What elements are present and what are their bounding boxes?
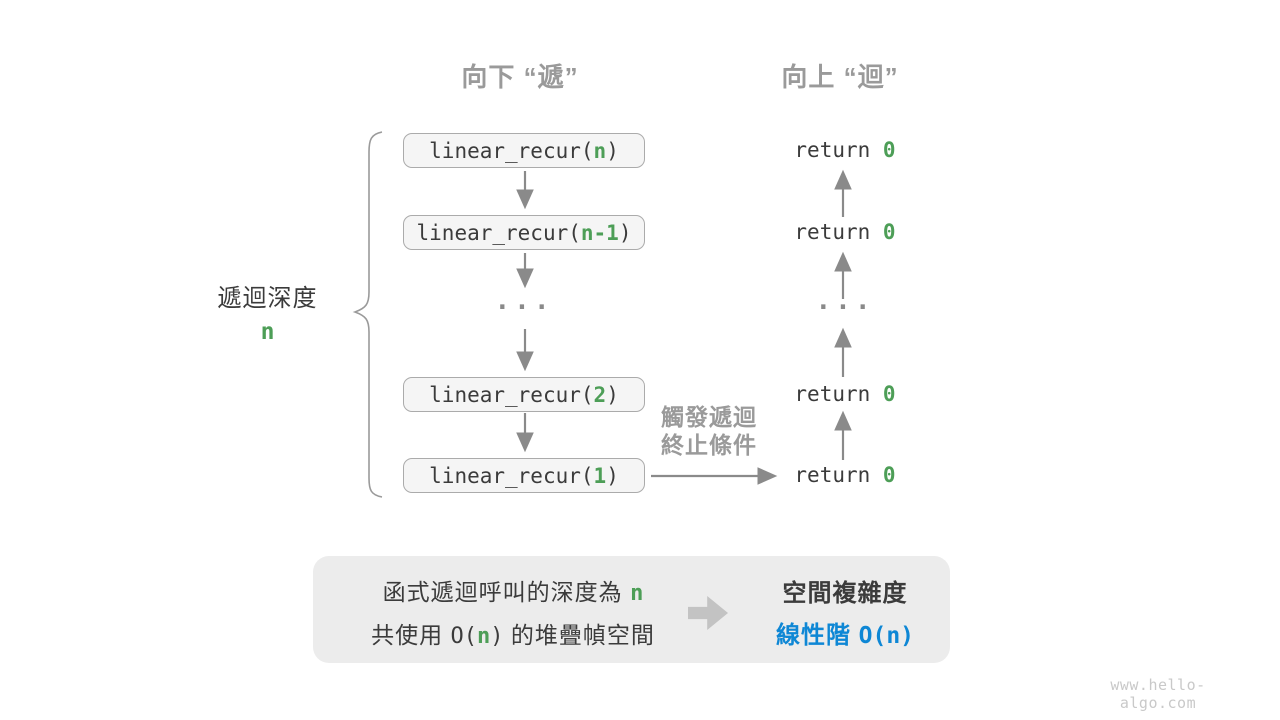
space-complexity-result: 線性階 O(n) bbox=[745, 615, 945, 650]
call-arg: n-1 bbox=[580, 220, 619, 245]
return-keyword: return bbox=[794, 138, 883, 162]
summary-depth-text: 函式遞迴呼叫的深度為 bbox=[382, 579, 631, 605]
depth-label: 遞迴深度 bbox=[217, 285, 318, 312]
call-arg: n bbox=[593, 138, 607, 163]
return-ellipsis: ... bbox=[815, 286, 875, 316]
summary-big-o-close: ) bbox=[490, 624, 504, 649]
termination-condition-label: 觸發遞迴 終止條件 bbox=[661, 403, 781, 459]
site-watermark: www.hello-algo.com bbox=[1110, 676, 1206, 712]
call-ellipsis: ... bbox=[494, 286, 554, 316]
depth-value: n bbox=[260, 319, 275, 345]
implies-arrow-icon bbox=[688, 596, 728, 630]
summary-space-after: 的堆疊幀空間 bbox=[503, 622, 655, 648]
call-box-1: linear_recur(1) bbox=[403, 458, 645, 493]
call-prefix: linear_recur( bbox=[416, 220, 581, 245]
summary-big-o-open: O( bbox=[450, 624, 478, 649]
call-box-2: linear_recur(2) bbox=[403, 377, 645, 412]
return-value: 0 bbox=[882, 463, 896, 487]
call-prefix: linear_recur( bbox=[429, 138, 594, 163]
return-value: 0 bbox=[882, 220, 896, 244]
summary-space-n: n bbox=[477, 624, 491, 649]
depth-brace bbox=[352, 131, 383, 498]
return-value: 0 bbox=[882, 138, 896, 162]
return-keyword: return bbox=[794, 220, 883, 244]
column-header-return: 向上 “迴” bbox=[781, 62, 899, 92]
space-complexity-title: 空間複雜度 bbox=[782, 580, 908, 607]
call-arg: 2 bbox=[593, 382, 607, 407]
call-suffix: ) bbox=[606, 382, 619, 407]
summary-depth-line: 函式遞迴呼叫的深度為 n bbox=[333, 573, 693, 607]
result-complexity: O(n) bbox=[858, 623, 915, 649]
call-prefix: linear_recur( bbox=[429, 382, 594, 407]
call-box-n: linear_recur(n) bbox=[403, 133, 645, 168]
summary-space-before: 共使用 bbox=[371, 622, 451, 648]
termination-line1: 觸發遞迴 bbox=[661, 404, 757, 430]
summary-depth-n: n bbox=[630, 581, 644, 606]
result-label: 線性階 bbox=[775, 622, 859, 649]
call-box-n-1: linear_recur(n-1) bbox=[403, 215, 645, 250]
call-suffix: ) bbox=[606, 463, 619, 488]
call-prefix: linear_recur( bbox=[429, 463, 594, 488]
termination-line2: 終止條件 bbox=[661, 432, 757, 458]
summary-space-line: 共使用 O(n) 的堆疊幀空間 bbox=[333, 616, 693, 650]
complexity-summary-panel: 函式遞迴呼叫的深度為 n 共使用 O(n) 的堆疊幀空間 空間複雜度 線性階 O… bbox=[313, 556, 950, 663]
return-statement: return 0 bbox=[789, 463, 901, 488]
return-value: 0 bbox=[882, 382, 896, 406]
return-keyword: return bbox=[794, 463, 883, 487]
return-statement: return 0 bbox=[789, 138, 901, 163]
call-suffix: ) bbox=[606, 138, 619, 163]
call-suffix: ) bbox=[618, 220, 632, 245]
column-header-recurse: 向下 “遞” bbox=[461, 62, 579, 92]
return-keyword: return bbox=[794, 382, 883, 406]
call-arg: 1 bbox=[593, 463, 607, 488]
return-statement: return 0 bbox=[789, 382, 901, 407]
return-statement: return 0 bbox=[789, 220, 901, 245]
